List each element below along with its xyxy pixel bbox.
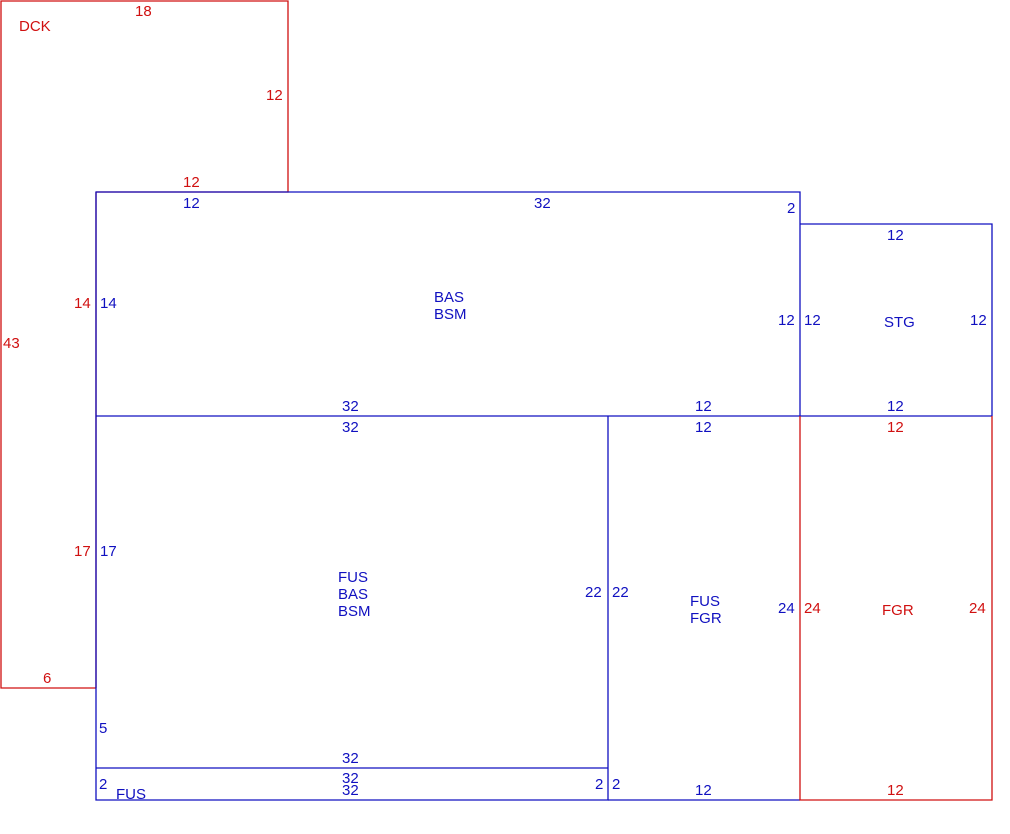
dim-bas-top-left: 12: [183, 195, 200, 212]
dck-outline: [0, 0, 289, 689]
dim-bas-left: 14: [100, 295, 117, 312]
fgr-outline: [799, 416, 993, 801]
dim-strip-top: 32: [342, 770, 359, 787]
dim-stg-right: 12: [970, 312, 987, 329]
dim-bas-top: 32: [534, 195, 551, 212]
area-label-fus-3: BSM: [338, 603, 371, 620]
dim-fus-bottom: 32: [342, 750, 359, 767]
dim-fus-right: 22: [585, 584, 602, 601]
dim-dck-left: 43: [3, 335, 20, 352]
dim-fus-left-low: 5: [99, 720, 107, 737]
dim-bas-bottom-right: 12: [695, 398, 712, 415]
dim-fusfgr-left: 22: [612, 584, 629, 601]
area-label-dck: DCK: [19, 18, 51, 35]
area-label-fus-2: BAS: [338, 586, 368, 603]
area-label-fus-strip: FUS: [116, 786, 146, 803]
dim-fusfgr-bottom: 12: [695, 782, 712, 799]
area-label-fusfgr-1: FUS: [690, 593, 720, 610]
dim-dck-top: 18: [135, 3, 152, 20]
dim-fgr-right: 24: [969, 600, 986, 617]
area-label-fgr: FGR: [882, 602, 914, 619]
dim-strip-bottom: 32: [342, 782, 359, 799]
dim-fusfgr-top: 12: [695, 419, 712, 436]
dim-fusfgr-left-low: 2: [612, 776, 620, 793]
area-label-fus-1: FUS: [338, 569, 368, 586]
dim-fgr-left: 24: [804, 600, 821, 617]
dim-fus-left: 17: [100, 543, 117, 560]
stg-outline: [800, 223, 993, 416]
area-label-fusfgr-2: FGR: [690, 610, 722, 627]
dim-strip-right: 2: [595, 776, 603, 793]
dim-dck-right: 12: [266, 87, 283, 104]
dim-dck-step: 12: [183, 174, 200, 191]
dim-dck-bottom: 6: [43, 670, 51, 687]
dim-stg-bottom: 12: [887, 398, 904, 415]
area-label-stg: STG: [884, 314, 915, 331]
fus-outline: [95, 416, 609, 801]
dim-dck-inner-upper: 14: [74, 295, 91, 312]
dim-fusfgr-right: 24: [778, 600, 795, 617]
dim-fus-top: 32: [342, 419, 359, 436]
dim-bas-top-step: 2: [787, 200, 795, 217]
area-label-bas-1: BAS: [434, 289, 464, 306]
dim-stg-top: 12: [887, 227, 904, 244]
area-label-bas-2: BSM: [434, 306, 467, 323]
dim-bas-right: 12: [778, 312, 795, 329]
bas-outline: [95, 191, 801, 416]
dim-stg-left: 12: [804, 312, 821, 329]
dim-dck-inner-lower: 17: [74, 543, 91, 560]
dim-strip-left: 2: [99, 776, 107, 793]
dim-fgr-top: 12: [887, 419, 904, 436]
dim-bas-bottom-left: 32: [342, 398, 359, 415]
dim-fgr-bottom: 12: [887, 782, 904, 799]
